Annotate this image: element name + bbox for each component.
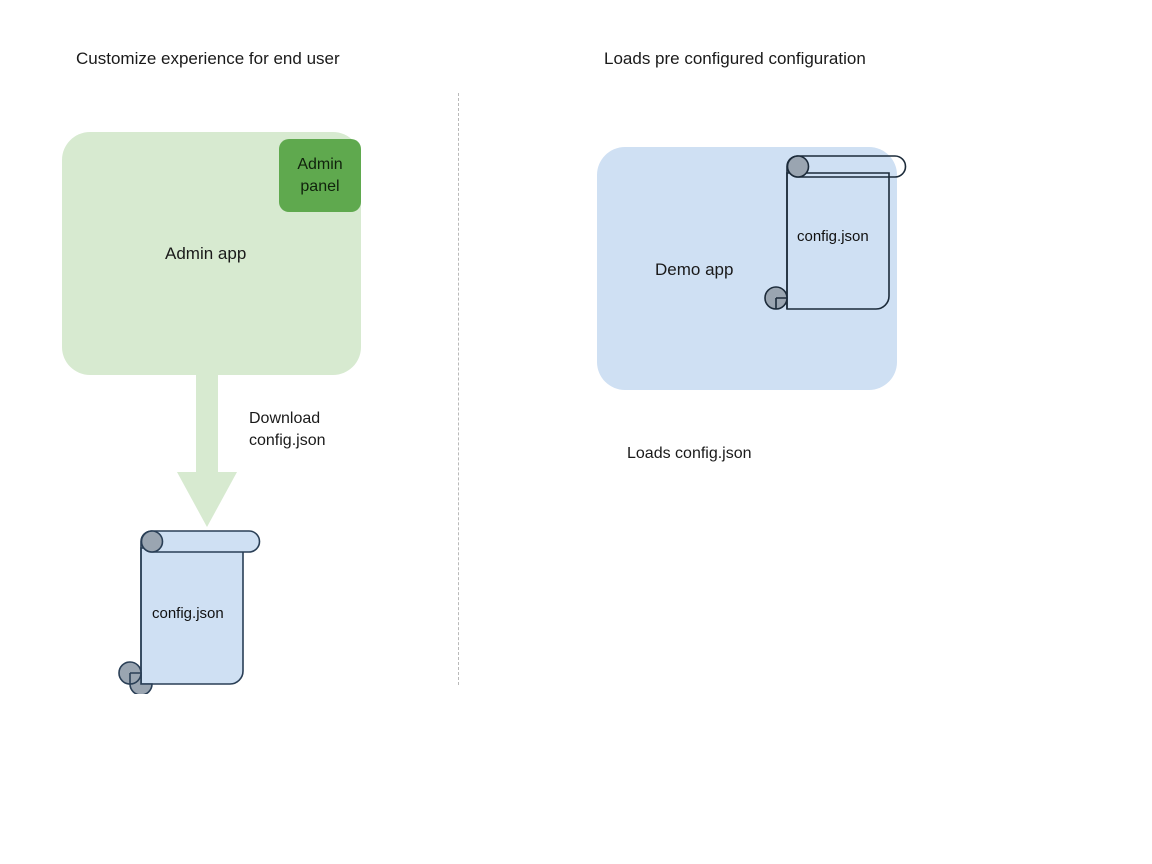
admin-panel-badge[interactable]: Admin panel bbox=[279, 139, 361, 212]
right-column-title: Loads pre configured configuration bbox=[604, 49, 866, 68]
download-arrow-icon bbox=[177, 366, 237, 527]
config-json-document-right[interactable] bbox=[764, 149, 916, 319]
admin-panel-label-line2: panel bbox=[300, 177, 340, 195]
config-json-label-right: config.json bbox=[797, 228, 869, 245]
demo-app-label: Demo app bbox=[655, 260, 734, 279]
download-flow-label: Download config.json bbox=[249, 408, 326, 452]
download-flow-label-line2: config.json bbox=[249, 432, 326, 449]
download-flow-label-line1: Download bbox=[249, 410, 321, 427]
config-json-document-left[interactable] bbox=[118, 524, 270, 694]
config-json-label-left: config.json bbox=[152, 605, 224, 622]
admin-panel-label: Admin panel bbox=[297, 154, 342, 198]
left-column-title: Customize experience for end user bbox=[76, 49, 340, 68]
admin-app-label: Admin app bbox=[165, 244, 247, 263]
admin-panel-label-line1: Admin bbox=[297, 155, 343, 173]
loads-config-caption: Loads config.json bbox=[627, 445, 752, 462]
demo-app-container bbox=[597, 147, 897, 390]
column-divider bbox=[458, 93, 459, 685]
